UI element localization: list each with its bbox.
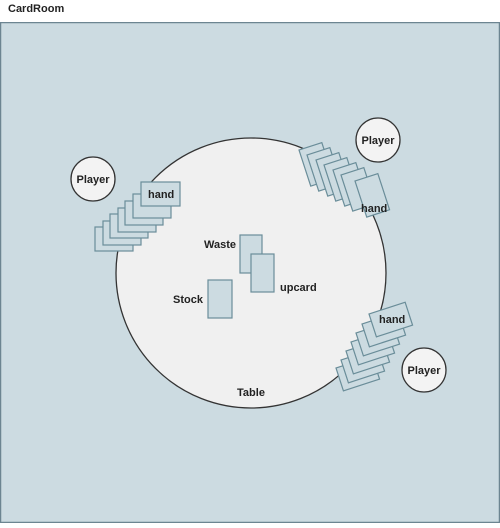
- stock-label: Stock: [173, 294, 204, 306]
- player-label: Player: [361, 135, 395, 147]
- player-label: Player: [76, 174, 110, 186]
- player-seat[interactable]: [401, 347, 447, 393]
- waste-label: Waste: [204, 239, 236, 251]
- hand-card[interactable]: [354, 172, 391, 218]
- hand-card[interactable]: [368, 301, 414, 338]
- player-left[interactable]: Player: [70, 156, 116, 202]
- hand-label: hand: [379, 314, 405, 326]
- card-room-canvas: Table Waste upcard Stock hand Player: [0, 21, 500, 524]
- player-top-right[interactable]: Player: [355, 117, 401, 163]
- hand-label: hand: [361, 203, 387, 215]
- hand-label: hand: [148, 189, 174, 201]
- player-seat[interactable]: [70, 156, 116, 202]
- card-room: Table Waste upcard Stock hand Player: [0, 21, 500, 524]
- player-hand-bottom-right: hand: [335, 301, 414, 392]
- player-hand-left: hand: [94, 181, 181, 252]
- upcard-label: upcard: [280, 282, 317, 294]
- player-hand-top-right: hand: [298, 141, 391, 218]
- upcard-pile[interactable]: [250, 253, 275, 293]
- table-label: Table: [237, 387, 265, 399]
- window-title: CardRoom: [8, 3, 65, 15]
- hand-card[interactable]: [140, 181, 181, 207]
- stock-pile[interactable]: [207, 279, 233, 319]
- player-label: Player: [407, 365, 441, 377]
- player-bottom-right[interactable]: Player: [401, 347, 447, 393]
- player-seat[interactable]: [355, 117, 401, 163]
- title-bar: CardRoom: [0, 0, 500, 22]
